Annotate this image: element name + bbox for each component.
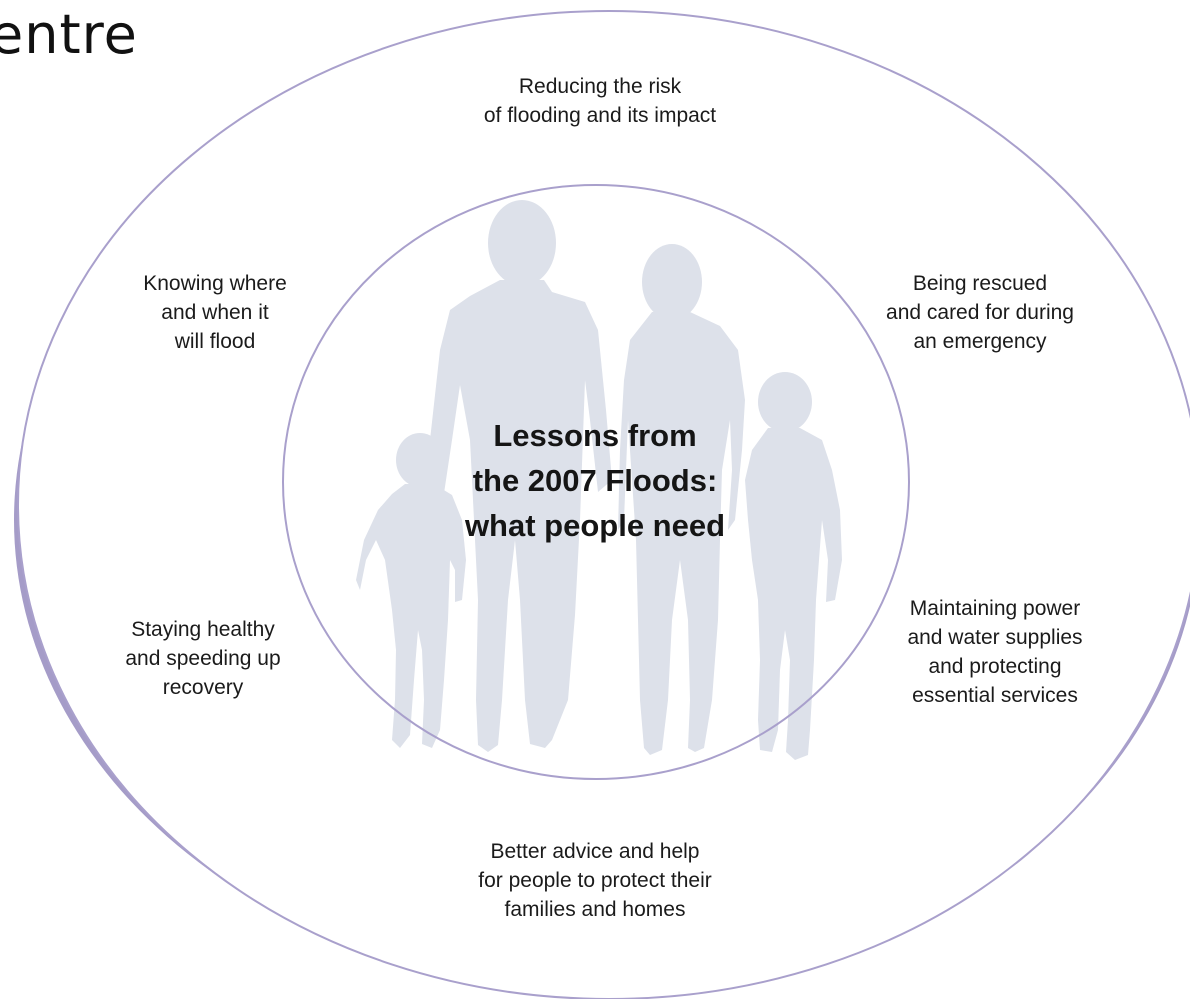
need-being-rescued: Being rescued and cared for during an em… <box>886 272 1074 353</box>
need-maintaining-power: Maintaining power and water supplies and… <box>907 597 1083 707</box>
center-title: Lessons from the 2007 Floods: what peopl… <box>464 418 726 543</box>
outer-ring <box>17 10 1190 999</box>
family-silhouette-icon <box>356 200 842 760</box>
need-staying-healthy: Staying healthy and speeding up recovery <box>125 618 281 699</box>
need-reducing-risk: Reducing the risk of flooding and its im… <box>483 75 717 127</box>
need-better-advice: Better advice and help for people to pro… <box>478 840 712 921</box>
need-knowing-where: Knowing where and when it will flood <box>143 272 287 353</box>
slide-title-fragment: entre <box>0 3 138 66</box>
inner-ring <box>282 184 910 780</box>
